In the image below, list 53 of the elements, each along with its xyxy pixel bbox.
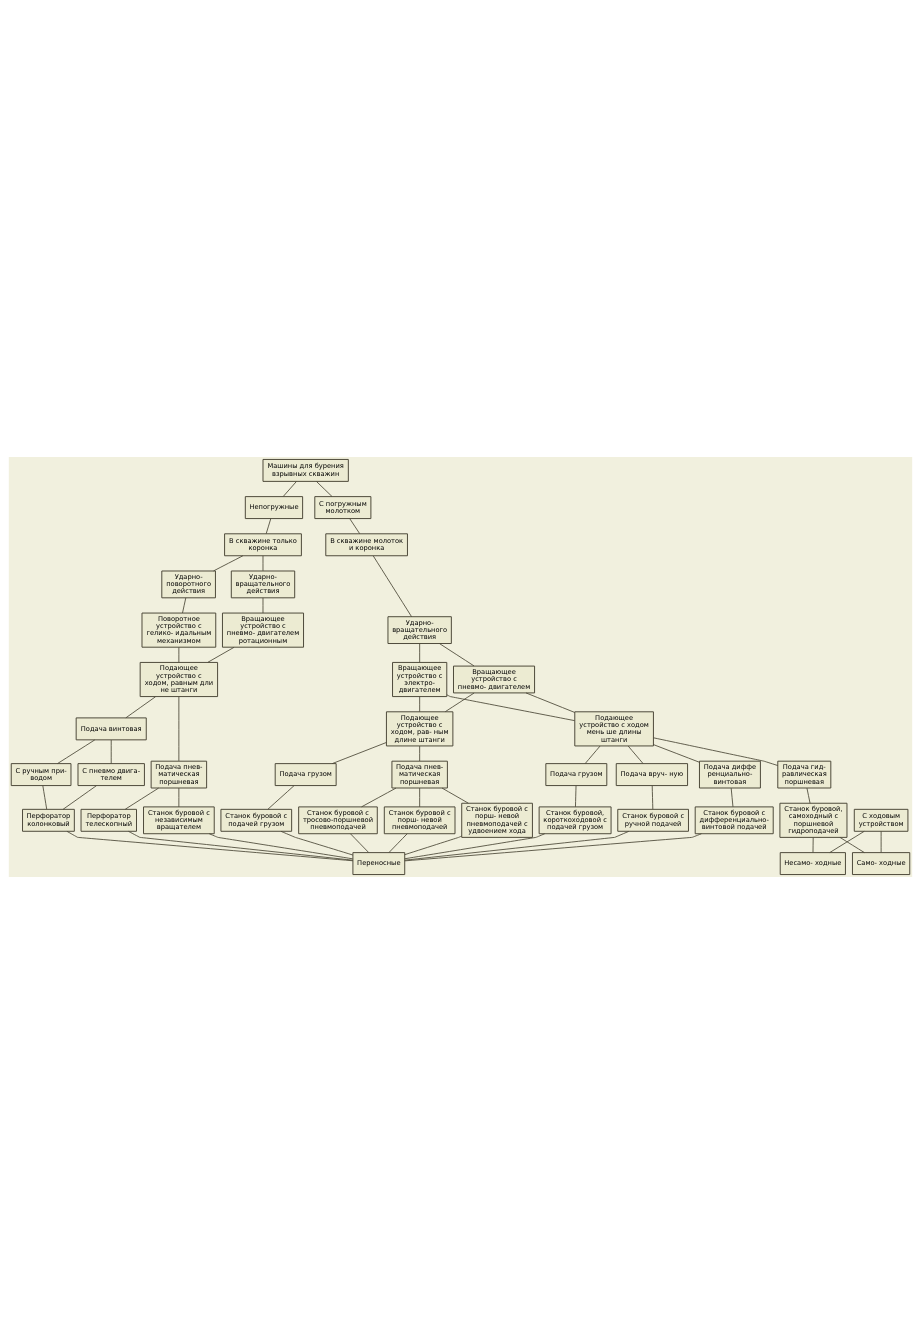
connector (361, 787, 397, 808)
connector (178, 646, 180, 663)
connector (419, 787, 421, 808)
connector (441, 787, 469, 804)
connector (880, 830, 882, 853)
connector (444, 692, 475, 713)
connector (265, 518, 272, 535)
connector (404, 833, 546, 860)
connector (262, 555, 264, 572)
connector (207, 646, 235, 663)
connector (730, 787, 734, 808)
connector (182, 597, 187, 614)
connector (419, 745, 421, 762)
connector (208, 833, 354, 860)
connector (575, 785, 577, 808)
connector (446, 694, 576, 722)
connector (213, 555, 244, 572)
connector (280, 830, 354, 856)
connector (350, 833, 370, 853)
connector (57, 739, 96, 765)
connector (839, 837, 865, 853)
connector (124, 787, 160, 810)
connector (806, 787, 811, 804)
connector (653, 737, 779, 766)
connector (42, 785, 48, 810)
connector (125, 696, 156, 719)
connector (178, 696, 180, 762)
connector (404, 830, 630, 861)
connector (584, 745, 601, 764)
connector (404, 833, 702, 862)
connector (439, 643, 475, 667)
connector (419, 643, 421, 663)
connector (404, 835, 463, 856)
connector (388, 833, 408, 853)
connector (653, 744, 700, 763)
connector (627, 745, 644, 764)
connector (178, 787, 180, 808)
connector (262, 597, 264, 614)
connector (651, 785, 654, 810)
connector (372, 555, 412, 618)
connector (66, 830, 354, 862)
connector (267, 785, 295, 810)
connector (331, 742, 387, 764)
connector (829, 830, 865, 853)
connector (62, 785, 97, 810)
connector (316, 481, 333, 497)
connector (128, 830, 354, 861)
connector (812, 837, 814, 853)
connector (525, 692, 576, 713)
connector (110, 739, 112, 764)
connector (282, 481, 297, 497)
connector (349, 518, 361, 535)
connector (419, 696, 421, 713)
